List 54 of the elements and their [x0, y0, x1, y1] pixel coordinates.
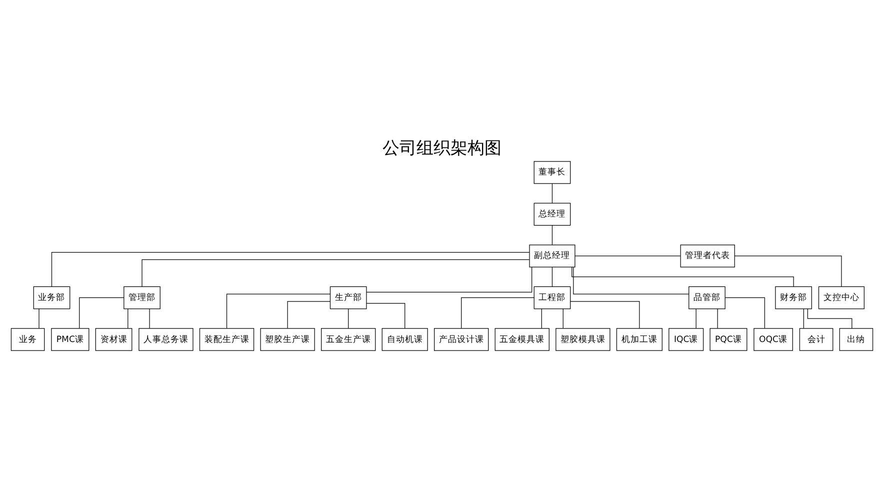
connector — [574, 255, 681, 256]
node-box: 管理者代表 — [680, 244, 735, 267]
node-box: 装配生产课 — [199, 328, 254, 350]
node-box: 财务部 — [775, 286, 812, 309]
connector — [142, 258, 530, 286]
node-box: 文控中心 — [818, 286, 864, 309]
node-box: PMC课 — [51, 328, 90, 350]
node-box: 品管部 — [688, 286, 726, 309]
connector — [226, 293, 330, 328]
node-box: 管理部 — [124, 286, 160, 309]
connector — [552, 224, 553, 245]
node-box: IQC课 — [668, 328, 704, 350]
connector — [461, 296, 534, 328]
connector — [149, 308, 150, 328]
connector — [348, 308, 349, 328]
node-box: 总经理 — [534, 202, 571, 226]
node-box: 生产部 — [330, 286, 367, 309]
node-box: 五金生产课 — [321, 328, 376, 350]
node-box: PQC课 — [710, 328, 748, 350]
node-box: 塑胶模具课 — [556, 328, 610, 350]
connector — [734, 255, 842, 286]
node-box: 产品设计课 — [434, 328, 489, 350]
connector — [287, 300, 330, 328]
connector — [562, 308, 564, 328]
node-box: 自动机课 — [382, 328, 428, 350]
node-box: 业务 — [10, 328, 45, 350]
connector — [570, 300, 640, 328]
node-box: 工程部 — [534, 286, 571, 309]
connector — [79, 296, 124, 328]
node-box: 董事长 — [534, 160, 571, 184]
connector — [572, 266, 794, 286]
connector — [541, 308, 542, 328]
connector — [724, 296, 765, 328]
connector — [552, 182, 553, 203]
connector — [366, 302, 406, 328]
connector — [366, 266, 532, 292]
connector — [717, 308, 718, 328]
node-box: 出纳 — [839, 328, 874, 350]
node-box: 塑胶生产课 — [260, 328, 315, 350]
node-box: 五金模具课 — [494, 328, 550, 350]
connector — [552, 266, 553, 286]
connector — [803, 308, 804, 328]
node-box: 资材课 — [95, 328, 132, 350]
node-box: 会计 — [799, 328, 834, 350]
node-box: 业务部 — [33, 286, 70, 309]
node-box: OQC课 — [754, 328, 793, 350]
node-box: 副总经理 — [529, 244, 576, 267]
connector — [51, 251, 530, 286]
connector — [573, 266, 689, 294]
connector — [38, 308, 40, 328]
node-box: 机加工课 — [616, 328, 662, 350]
diagram-title: 公司组织架构图 — [382, 138, 502, 158]
connector — [807, 308, 852, 328]
node-box: 人事总务课 — [138, 328, 194, 350]
